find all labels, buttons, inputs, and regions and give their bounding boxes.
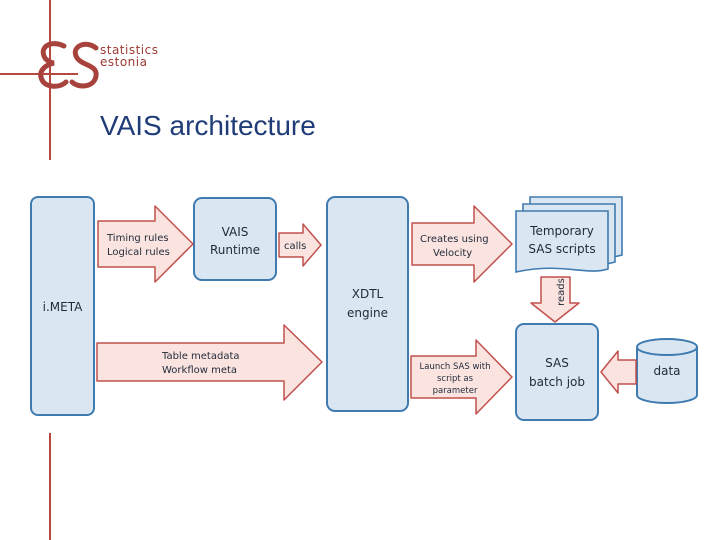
data-store-cylinder (636, 338, 698, 404)
launch-sas-label-line-3: parameter (433, 386, 478, 396)
frame-line-bottom (49, 433, 51, 540)
vais-runtime-label-line-1: VAIS (222, 225, 249, 239)
xdtl-engine-label-line-2: engine (347, 306, 388, 320)
imeta-label: i.META (43, 300, 83, 314)
creates-using-velocity-label-line-1: Creates using (420, 234, 489, 245)
sas-batch-job-label-line-2: batch job (529, 375, 585, 389)
creates-using-velocity-label-line-2: Velocity (433, 248, 472, 259)
brand-line-1: statistics (100, 43, 159, 57)
xdtl-engine-box (326, 196, 409, 412)
frame-line-top (49, 0, 51, 160)
sas-batch-job-label-line-1: SAS (545, 356, 569, 370)
brand-line-2: estonia (100, 55, 148, 69)
table-metadata-arrow (96, 324, 323, 401)
statistics-estonia-logo (38, 41, 99, 89)
table-metadata-label-line-1: Table metadata (161, 351, 240, 362)
vais-runtime-box (193, 197, 277, 281)
data-store-label: data (653, 364, 680, 378)
timing-rules-label-line-1: Timing rules (106, 233, 169, 244)
sas-batch-job-box (515, 323, 599, 421)
imeta-box (30, 196, 95, 416)
temporary-sas-scripts-label-line-1: Temporary (529, 224, 594, 238)
reads-label: reads (556, 278, 567, 306)
timing-rules-label-line-2: Logical rules (107, 247, 170, 258)
table-metadata-label-line-2: Workflow meta (162, 365, 237, 376)
data-to-sas-arrow (600, 350, 637, 394)
page-title: VAIS architecture (100, 110, 316, 141)
vais-runtime-label-line-2: Runtime (210, 243, 260, 257)
launch-sas-label-line-1: Launch SAS with (420, 362, 491, 372)
temporary-sas-scripts-label-line-2: SAS scripts (528, 242, 595, 256)
temporary-sas-scripts-stack (515, 196, 623, 273)
calls-arrow (278, 223, 322, 267)
launch-sas-arrow (410, 339, 513, 415)
xdtl-engine-label-line-1: XDTL (352, 287, 384, 301)
timing-rules-arrow (97, 205, 194, 283)
brand-text: statistics estonia (100, 44, 159, 68)
reads-arrow (530, 276, 580, 323)
calls-label: calls (284, 241, 306, 252)
launch-sas-label-line-2: script as (437, 374, 474, 384)
creates-using-velocity-arrow (411, 205, 513, 283)
